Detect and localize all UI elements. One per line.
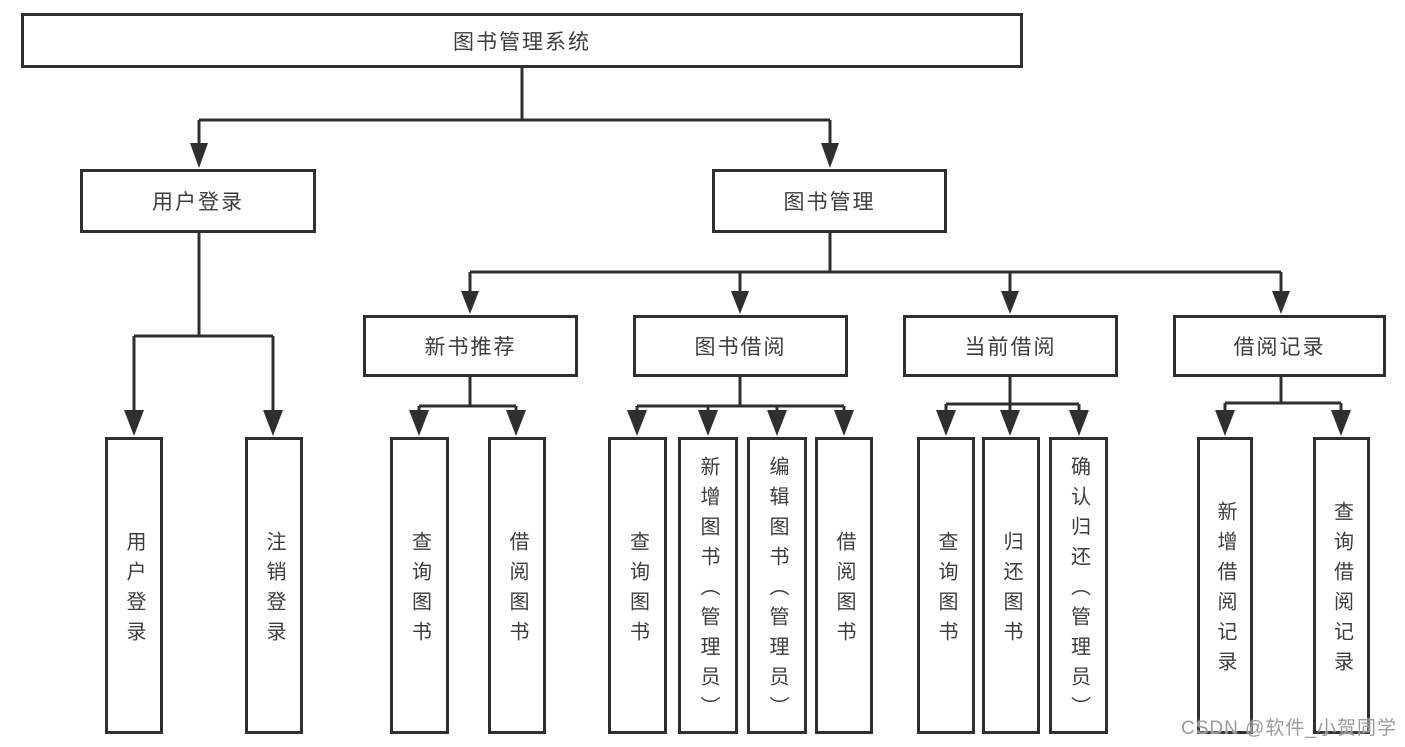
leaf-query-books-3: 查询图书 <box>917 437 975 734</box>
leaf-edit-books-admin: 编辑图书（管理员） <box>747 437 807 734</box>
leaf-label: 借阅图书 <box>506 530 528 651</box>
leaf-label: 查询图书 <box>408 530 431 651</box>
leaf-user-login: 用户登录 <box>105 437 163 734</box>
node-new-book-recommend: 新书推荐 <box>363 315 578 377</box>
leaf-logout: 注销登录 <box>245 437 303 734</box>
leaf-query-books-1: 查询图书 <box>390 437 449 734</box>
leaf-label: 新增借阅记录 <box>1214 500 1236 681</box>
leaf-add-books-admin: 新增图书（管理员） <box>678 437 738 734</box>
node-current-borrow: 当前借阅 <box>903 315 1118 377</box>
leaf-label: 注销登录 <box>263 530 285 651</box>
leaf-label: 查询借阅记录 <box>1330 500 1353 681</box>
leaf-confirm-return-admin: 确认归还（管理员） <box>1049 437 1108 734</box>
leaf-borrow-books-2: 借阅图书 <box>815 437 873 734</box>
leaf-label: 新增图书（管理员） <box>697 455 719 726</box>
leaf-label: 查询图书 <box>935 530 957 651</box>
leaf-add-borrow-record: 新增借阅记录 <box>1197 437 1253 734</box>
node-book-management-branch: 图书管理 <box>712 169 947 233</box>
node-book-borrow: 图书借阅 <box>633 315 848 377</box>
leaf-label: 编辑图书（管理员） <box>766 455 788 726</box>
leaf-query-books-2: 查询图书 <box>608 437 667 734</box>
leaf-return-books: 归还图书 <box>982 437 1040 734</box>
csdn-watermark: CSDN @软件_小贺同学 <box>1181 718 1397 739</box>
leaf-borrow-books-1: 借阅图书 <box>488 437 546 734</box>
node-library-management-system: 图书管理系统 <box>21 13 1023 68</box>
leaf-label: 用户登录 <box>123 530 145 651</box>
leaf-label: 查询图书 <box>626 530 649 651</box>
leaf-label: 借阅图书 <box>833 530 855 651</box>
leaf-label: 确认归还（管理员） <box>1067 455 1090 726</box>
leaf-label: 归还图书 <box>1000 530 1022 651</box>
node-user-login-branch: 用户登录 <box>80 169 316 233</box>
node-borrow-record: 借阅记录 <box>1173 315 1386 377</box>
leaf-query-borrow-record: 查询借阅记录 <box>1313 437 1370 734</box>
